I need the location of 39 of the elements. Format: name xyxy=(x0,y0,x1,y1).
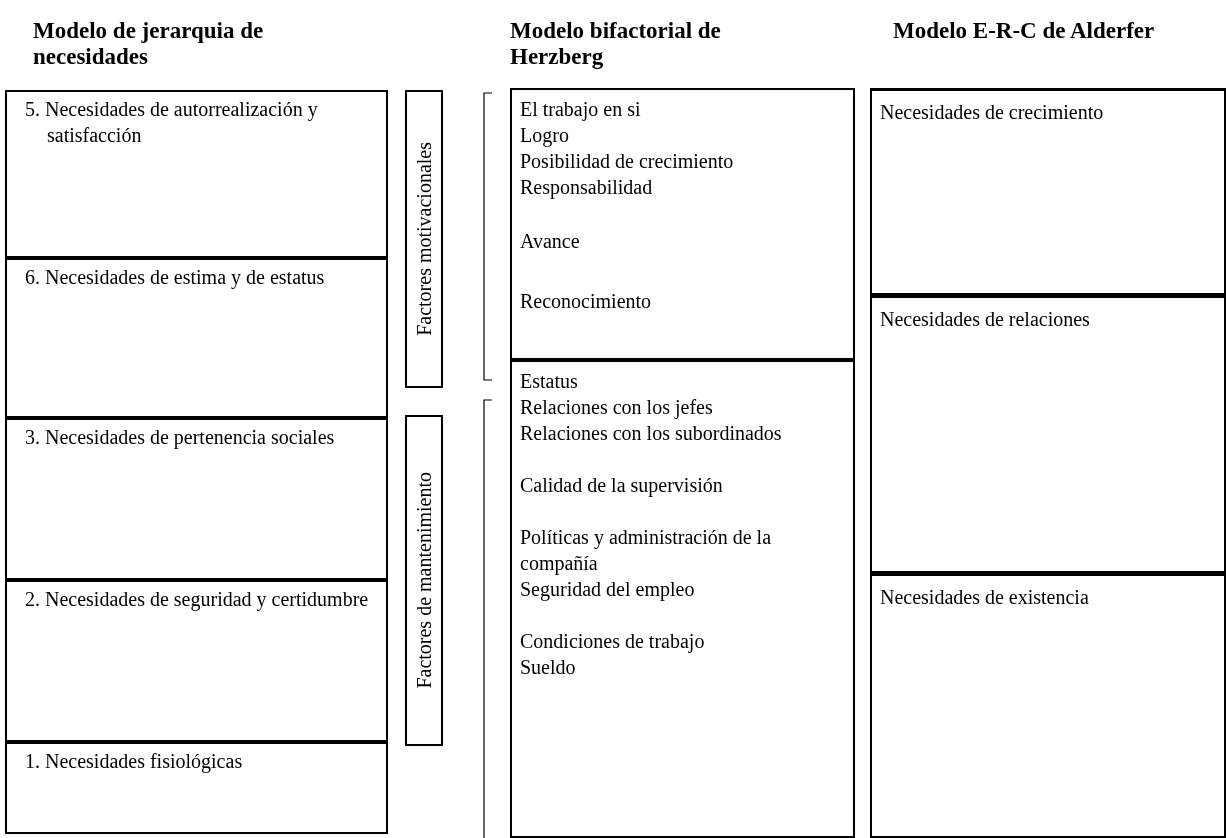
need-box xyxy=(870,88,1226,295)
factor-group-box xyxy=(405,90,443,388)
factor-text: Reconocimiento xyxy=(520,289,653,314)
need-text: 5. Necesidades de autorrealización y satisfacción xyxy=(25,97,319,148)
need-text: Necesidades de existencia xyxy=(880,585,1090,610)
factor-text: Políticas y administración de la compañía xyxy=(520,525,773,576)
factor-group-label: Factores motivacionales xyxy=(412,142,436,336)
need-text: 2. Necesidades de seguridad y certidumbre xyxy=(25,587,370,612)
factor-text: El trabajo en si xyxy=(520,97,642,122)
factor-text: Posibilidad de crecimiento xyxy=(520,149,735,174)
column-heading: Modelo de jerarquia de necesidades xyxy=(33,18,265,70)
factor-text: Estatus xyxy=(520,369,579,394)
need-text: 1. Necesidades fisiológicas xyxy=(25,749,244,774)
need-box xyxy=(5,580,388,742)
column-heading: Modelo bifactorial de Herzberg xyxy=(510,18,722,70)
factor-group-box xyxy=(405,415,443,746)
need-box xyxy=(5,90,388,258)
factor-text: Logro xyxy=(520,123,570,148)
factor-list-box xyxy=(510,88,855,360)
need-box xyxy=(870,573,1226,838)
need-text: Necesidades de relaciones xyxy=(880,307,1091,332)
factor-text: Relaciones con los subordinados xyxy=(520,421,783,446)
factor-text: Calidad de la supervisión xyxy=(520,473,724,498)
factor-text: Seguridad del empleo xyxy=(520,577,696,602)
need-box xyxy=(5,742,388,834)
factor-text: Condiciones de trabajo xyxy=(520,629,706,654)
need-box xyxy=(5,258,388,418)
need-box xyxy=(870,295,1226,573)
factor-group-label: Factores de mantenimiento xyxy=(412,472,436,689)
need-text: Necesidades de crecimiento xyxy=(880,100,1105,125)
need-text: 3. Necesidades de pertenencia sociales xyxy=(25,425,336,450)
factor-text: Sueldo xyxy=(520,655,577,680)
factor-list-box xyxy=(510,360,855,838)
need-box xyxy=(5,418,388,580)
factor-text: Avance xyxy=(520,229,581,254)
factor-text: Relaciones con los jefes xyxy=(520,395,714,420)
factor-text: Responsabilidad xyxy=(520,175,654,200)
column-heading: Modelo E-R-C de Alderfer xyxy=(893,18,1156,44)
need-text: 6. Necesidades de estima y de estatus xyxy=(25,265,326,290)
